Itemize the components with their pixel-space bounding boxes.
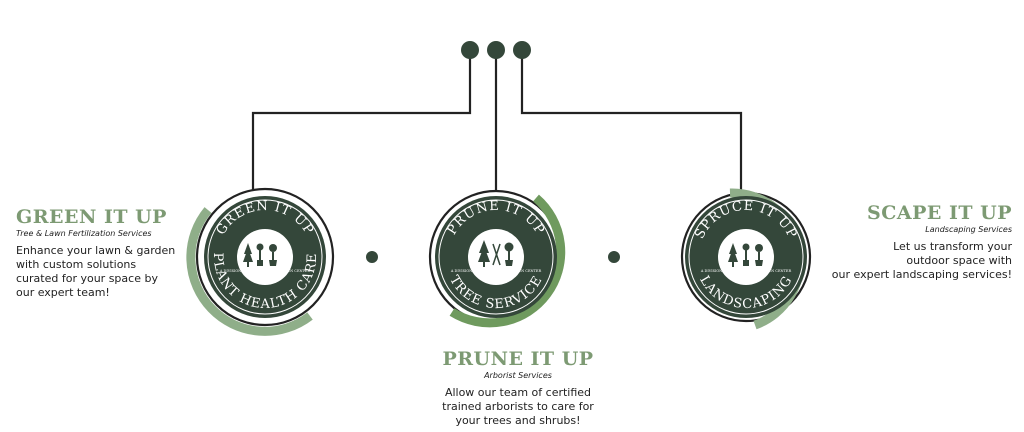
tree-icon [478, 240, 490, 267]
badge-center [237, 229, 293, 285]
tree-icon [728, 243, 738, 267]
badge-progress-arc [449, 194, 566, 328]
connector-left [251, 55, 472, 190]
service-title: GREEN IT UP [16, 206, 167, 228]
connector-right [520, 55, 743, 196]
badge-inner-ring [207, 199, 323, 315]
description-line: with custom solutions [16, 258, 137, 271]
description-line: trained arborists to care for [442, 400, 594, 413]
connector-dot-left [461, 41, 479, 59]
connector-dots [461, 41, 531, 59]
description-line: our expert landscaping services! [831, 268, 1012, 281]
service-block-scape-it-up: SCAPE IT UP Landscaping Services Let us … [820, 202, 1012, 282]
description-line: our expert team! [16, 286, 110, 299]
badge-small-text: A DIVISION OF SPRUCE IT UP GARDEN CENTER [450, 269, 542, 273]
description-line: Enhance your lawn & garden [16, 244, 176, 257]
connector-lines [251, 55, 743, 196]
badge-prune-it-up: PRUNE IT UP TREE SERVICE A DIVISION OF S… [428, 189, 566, 328]
badge-progress-arc [186, 207, 313, 336]
description-line: your trees and shrubs! [455, 414, 581, 427]
description-line: outdoor space with [906, 254, 1012, 267]
connector-dot-center [487, 41, 505, 59]
tree-icon [243, 243, 253, 267]
service-title: PRUNE IT UP [442, 348, 594, 370]
service-block-green-it-up: GREEN IT UP Tree & Lawn Fertilization Se… [16, 206, 196, 300]
service-description: Let us transform your outdoor space with… [820, 240, 1012, 282]
badge-inner-ring [688, 199, 804, 315]
badge-inner-ring [438, 199, 554, 315]
topiary-icon [755, 244, 763, 266]
description-line: Let us transform your [893, 240, 1012, 253]
topiary-icon [504, 242, 514, 266]
separator-dot-right [608, 251, 620, 263]
topiary-icon [269, 244, 277, 266]
service-title: SCAPE IT UP [867, 202, 1012, 224]
badge-small-text: A DIVISION OF SPRUCE IT UP GARDEN CENTER [700, 269, 792, 273]
service-subtitle: Arborist Services [484, 371, 552, 380]
flower-icon [742, 243, 750, 266]
badge-outer-ring [195, 187, 335, 327]
badge-small-text: A DIVISION OF SPRUCE IT UP GARDEN CENTER [219, 269, 311, 273]
service-subtitle: Landscaping Services [925, 225, 1012, 234]
service-description: Enhance your lawn & garden with custom s… [16, 244, 196, 300]
description-line: Allow our team of certified [444, 386, 592, 399]
service-description: Allow our team of certified trained arbo… [410, 386, 626, 428]
badge-green-it-up: GREEN IT UP PLANT HEALTH CARE A DIVISION… [186, 187, 335, 336]
flower-icon [256, 243, 264, 266]
description-line: curated for your space by [16, 272, 158, 285]
connector-dot-right [513, 41, 531, 59]
pruning-shears-icon [492, 243, 501, 266]
service-block-prune-it-up: PRUNE IT UP Arborist Services Allow our … [410, 348, 626, 428]
separator-dot-left [366, 251, 378, 263]
badge-spruce-it-up: SPRUCE IT UP LANDSCAPING A DIVISION OF S… [680, 188, 812, 330]
service-subtitle: Tree & Lawn Fertilization Services [16, 229, 152, 238]
